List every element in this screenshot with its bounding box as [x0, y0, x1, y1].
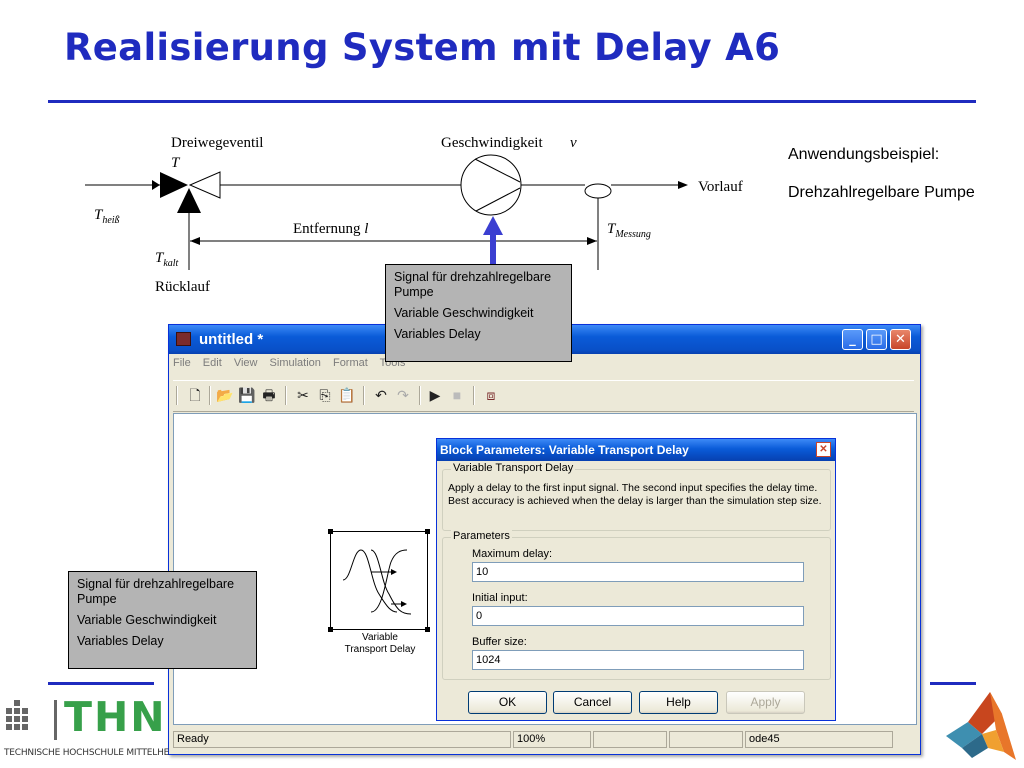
thn-logo-subtitle: TECHNISCHE HOCHSCHULE MITTELHE	[4, 748, 170, 758]
t-cold-label: Tkalt	[155, 250, 179, 269]
footer-rule-right	[930, 682, 976, 685]
menu-file[interactable]: File	[173, 357, 191, 369]
menu-simulation[interactable]: Simulation	[269, 357, 321, 369]
max-delay-input[interactable]: 10	[472, 562, 804, 582]
status-ready: Ready	[173, 731, 511, 748]
open-folder-icon[interactable]: 📂	[216, 387, 234, 403]
speed-variable: v	[570, 135, 577, 151]
thn-logo-text: THN	[64, 693, 167, 741]
menu-format[interactable]: Format	[332, 357, 368, 369]
valve-bottom-triangle	[177, 188, 201, 213]
ok-button[interactable]: OK	[468, 691, 547, 714]
buffer-size-label: Buffer size:	[472, 636, 527, 648]
dialog-titlebar[interactable]: Block Parameters: Variable Transport Del…	[437, 439, 835, 461]
dialog-title: Block Parameters: Variable Transport Del…	[440, 443, 689, 457]
description-group-title: Variable Transport Delay	[451, 462, 576, 474]
buffer-size-input[interactable]: 1024	[472, 650, 804, 670]
menu-edit[interactable]: Edit	[202, 357, 222, 369]
callout-bottom-line3: Variables Delay	[77, 634, 164, 648]
minimize-button[interactable]: _	[842, 329, 863, 350]
undo-icon[interactable]: ↶	[375, 387, 387, 403]
window-title: untitled *	[199, 331, 264, 348]
flow-arrow-head	[678, 181, 688, 189]
library-browser-icon[interactable]: ⧈	[486, 387, 496, 403]
initial-input-label: Initial input:	[472, 592, 528, 604]
callout-bottom-line1: Signal für drehzahlregelbare Pumpe	[77, 577, 235, 606]
callout-top-line2: Variable Geschwindigkeit	[394, 306, 534, 320]
new-file-icon[interactable]: 🗋	[189, 387, 201, 403]
copy-icon[interactable]: ⎘	[319, 387, 331, 403]
title-rule	[48, 100, 976, 103]
toolbar: 🗋 📂 💾 🖶 ✂ ⎘ 📋 ↶ ↷ ▶ ■ ⧈	[173, 380, 914, 412]
cancel-button[interactable]: Cancel	[553, 691, 632, 714]
t-hot-label: Theiß	[94, 207, 120, 226]
footer-rule-left	[48, 682, 154, 685]
paste-icon[interactable]: 📋	[338, 387, 356, 403]
description-group: Variable Transport Delay Apply a delay t…	[442, 462, 831, 531]
speed-label: Geschwindigkeit	[441, 135, 543, 151]
close-button[interactable]: ✕	[890, 329, 911, 350]
cut-icon[interactable]: ✂	[297, 387, 309, 403]
status-zoom: 100%	[513, 731, 591, 748]
block-description: Apply a delay to the first input signal.…	[448, 482, 822, 507]
thn-grid-icon	[6, 700, 57, 740]
simulink-app-icon	[176, 332, 191, 346]
delay-waveform-icon	[342, 549, 412, 615]
max-delay-label: Maximum delay:	[472, 548, 553, 560]
parameters-group-title: Parameters	[451, 530, 512, 542]
valve-right-triangle	[188, 171, 221, 199]
apply-button[interactable]: Apply	[726, 691, 805, 714]
application-label: Anwendungsbeispiel:	[788, 146, 940, 163]
flow-out-label: Vorlauf	[698, 179, 743, 195]
maximize-button[interactable]: □	[866, 329, 887, 350]
pump-circle	[460, 154, 522, 216]
stop-simulation-icon[interactable]: ■	[452, 387, 462, 403]
return-label: Rücklauf	[155, 279, 210, 295]
redo-icon[interactable]: ↷	[397, 387, 409, 403]
initial-input-field[interactable]: 0	[472, 606, 804, 626]
menu-bar: File Edit View Simulation Format Tools	[173, 357, 414, 375]
callout-top-line3: Variables Delay	[394, 327, 481, 341]
block-parameters-dialog: Block Parameters: Variable Transport Del…	[436, 438, 836, 721]
variable-transport-delay-block[interactable]	[328, 529, 430, 632]
start-simulation-icon[interactable]: ▶	[429, 387, 441, 403]
save-icon[interactable]: 💾	[238, 387, 256, 403]
status-solver: ode45	[745, 731, 893, 748]
block-name: Variable Transport Delay	[344, 632, 416, 655]
distance-label: Entfernung l	[293, 221, 369, 237]
print-icon[interactable]: 🖶	[262, 387, 276, 403]
dialog-close-icon[interactable]: ✕	[816, 442, 831, 457]
callout-top: Signal für drehzahlregelbare Pumpe Varia…	[385, 264, 572, 362]
callout-top-line1: Signal für drehzahlregelbare Pumpe	[394, 270, 552, 299]
t-meas-label: TMessung	[607, 221, 651, 240]
sensor-ellipse	[584, 183, 612, 199]
matlab-logo-icon	[946, 692, 1016, 760]
callout-bottom-line2: Variable Geschwindigkeit	[77, 613, 217, 627]
valve-label: Dreiwegeventil	[171, 135, 264, 151]
parameters-group: Parameters Maximum delay: 10 Initial inp…	[442, 530, 831, 680]
menu-view[interactable]: View	[233, 357, 258, 369]
help-button[interactable]: Help	[639, 691, 718, 714]
callout-bottom: Signal für drehzahlregelbare Pumpe Varia…	[68, 571, 257, 669]
valve-left-triangle	[160, 172, 188, 198]
application-description: Drehzahlregelbare Pumpe	[788, 184, 975, 201]
valve-variable: T	[171, 155, 180, 171]
status-bar: Ready 100% ode45	[171, 729, 918, 751]
slide-title: Realisierung System mit Delay A6	[64, 26, 781, 69]
